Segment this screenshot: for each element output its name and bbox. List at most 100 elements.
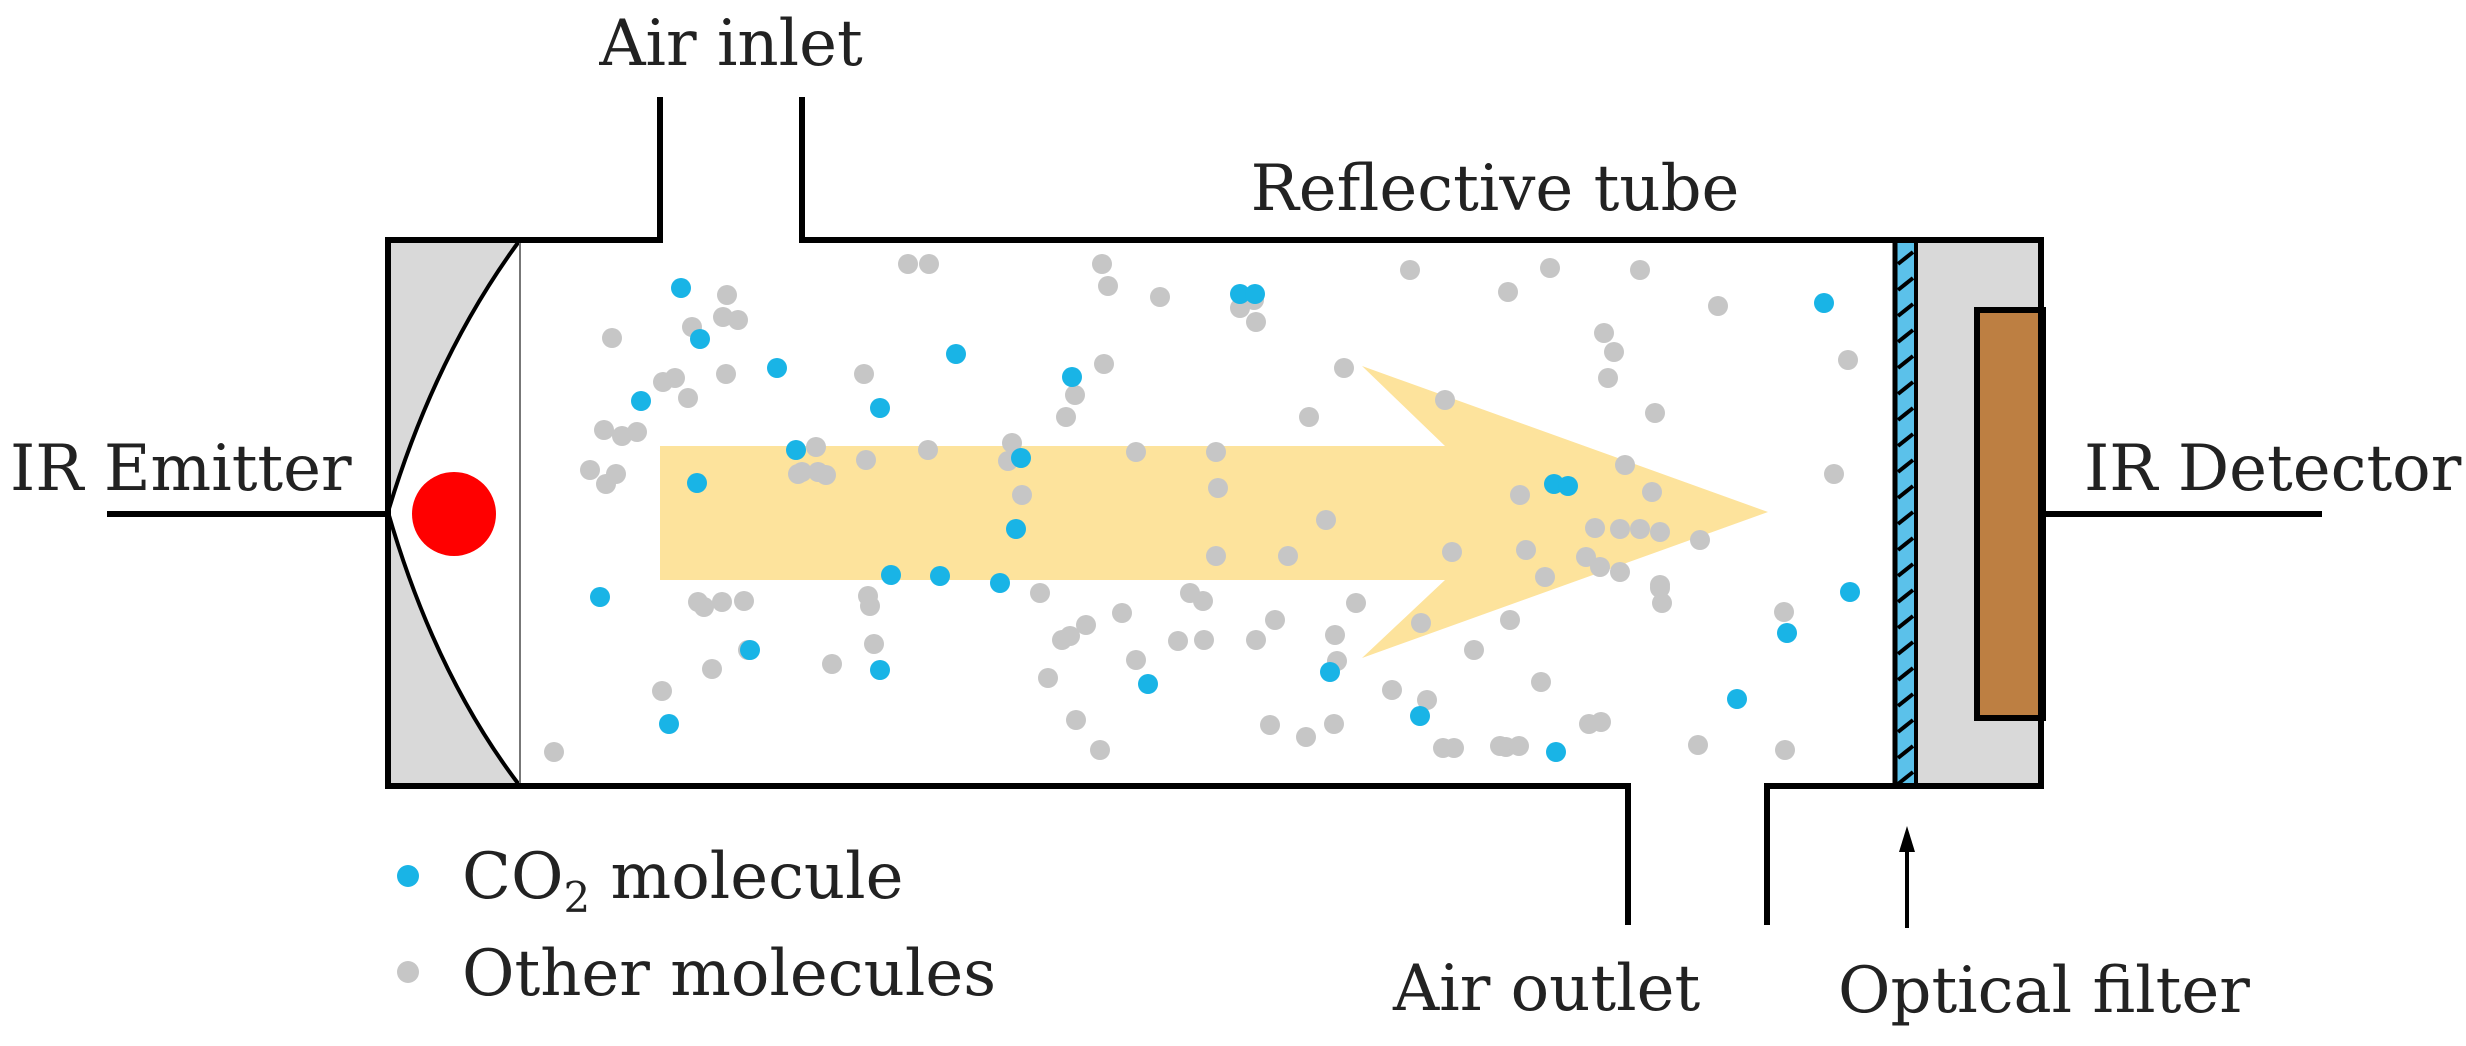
other-molecule — [1775, 740, 1795, 760]
other-molecule — [652, 681, 672, 701]
filter-hatch-line — [1896, 588, 1915, 604]
co2-molecule — [881, 565, 901, 585]
other-molecule — [594, 420, 614, 440]
filter-hatch-line — [1896, 640, 1915, 656]
filter-hatch-line — [1896, 328, 1915, 344]
co2-molecule — [687, 473, 707, 493]
filter-hatch-line — [1896, 770, 1915, 786]
other-molecule — [808, 462, 828, 482]
co2-molecule — [1558, 476, 1578, 496]
filter-hatch-line — [1896, 484, 1915, 500]
other-molecule — [1030, 583, 1050, 603]
co2-molecule — [1410, 706, 1430, 726]
co2-molecule — [1245, 284, 1265, 304]
filter-hatch-line — [1896, 432, 1915, 448]
other-molecule — [854, 364, 874, 384]
molecule-cloud — [544, 254, 1860, 762]
other-molecule — [788, 464, 808, 484]
filter-hatch-line — [1896, 510, 1915, 526]
co2-molecule — [767, 358, 787, 378]
optical-filter-label: Optical filter — [1838, 954, 2250, 1028]
other-molecule — [1168, 631, 1188, 651]
detector-element-icon — [1974, 307, 2046, 721]
other-molecule — [1598, 368, 1618, 388]
other-molecule — [1206, 546, 1226, 566]
co2-molecule — [870, 660, 890, 680]
other-molecule — [1509, 736, 1529, 756]
filter-hatch-line — [1896, 536, 1915, 552]
ir-beam-arrow-icon — [660, 366, 1768, 658]
other-molecule — [856, 450, 876, 470]
ir-detector-label: IR Detector — [2084, 432, 2462, 506]
other-molecule — [702, 659, 722, 679]
other-molecule — [806, 437, 826, 457]
co2-molecule — [870, 398, 890, 418]
other-molecule — [728, 310, 748, 330]
other-molecule — [1346, 593, 1366, 613]
other-molecule — [1652, 593, 1672, 613]
other-molecule — [1650, 522, 1670, 542]
filter-hatch-line — [1896, 692, 1915, 708]
other-molecule — [1012, 485, 1032, 505]
other-molecule — [919, 254, 939, 274]
other-molecule — [860, 596, 880, 616]
co2-molecule — [1230, 284, 1250, 304]
other-molecule — [1500, 610, 1520, 630]
other-molecule — [717, 285, 737, 305]
other-molecule — [1838, 350, 1858, 370]
other-molecule — [1056, 407, 1076, 427]
other-molecule — [653, 372, 673, 392]
co2-molecule — [1727, 689, 1747, 709]
other-molecule — [694, 597, 714, 617]
air-inlet-label: Air inlet — [598, 7, 863, 81]
other-molecule — [1435, 390, 1455, 410]
other-molecule — [1540, 258, 1560, 278]
other-molecule — [1604, 342, 1624, 362]
other-molecule — [544, 742, 564, 762]
other-molecule — [1206, 442, 1226, 462]
other-molecule — [1246, 312, 1266, 332]
air-outlet-label: Air outlet — [1392, 952, 1700, 1026]
other-molecule — [1324, 714, 1344, 734]
other-molecule — [1246, 630, 1266, 650]
other-molecule — [1708, 296, 1728, 316]
other-molecule — [1076, 615, 1096, 635]
other-molecule — [1630, 519, 1650, 539]
co2-molecule — [1006, 519, 1026, 539]
co2-molecule — [1138, 674, 1158, 694]
other-molecule — [1531, 672, 1551, 692]
co2-molecule — [990, 573, 1010, 593]
other-molecule — [1098, 276, 1118, 296]
other-molecule — [1610, 562, 1630, 582]
other-molecule — [1316, 510, 1336, 530]
co2-molecule — [631, 391, 651, 411]
co2-molecule — [1840, 582, 1860, 602]
other-molecule — [1498, 282, 1518, 302]
other-molecule — [712, 592, 732, 612]
other-molecule — [1650, 578, 1670, 598]
other-molecule — [1690, 530, 1710, 550]
other-molecule — [1334, 358, 1354, 378]
other-molecule — [1260, 715, 1280, 735]
filter-hatch-line — [1896, 380, 1915, 396]
other-molecule — [918, 440, 938, 460]
other-molecule — [1060, 626, 1080, 646]
other-molecule — [1112, 603, 1132, 623]
other-molecule — [602, 328, 622, 348]
other-molecule — [1265, 610, 1285, 630]
other-molecule — [1382, 680, 1402, 700]
other-molecule — [1090, 740, 1110, 760]
other-molecule — [612, 426, 632, 446]
other-molecule — [1325, 625, 1345, 645]
other-molecule — [1150, 287, 1170, 307]
other-molecule — [1126, 650, 1146, 670]
other-molecule — [1400, 260, 1420, 280]
filter-hatch-line — [1896, 666, 1915, 682]
other-molecule — [713, 307, 733, 327]
filter-hatch — [1896, 250, 1915, 786]
co2-molecule — [1814, 293, 1834, 313]
other-molecule — [627, 422, 647, 442]
ir-emitter-label: IR Emitter — [10, 432, 352, 506]
other-molecule — [1774, 602, 1794, 622]
